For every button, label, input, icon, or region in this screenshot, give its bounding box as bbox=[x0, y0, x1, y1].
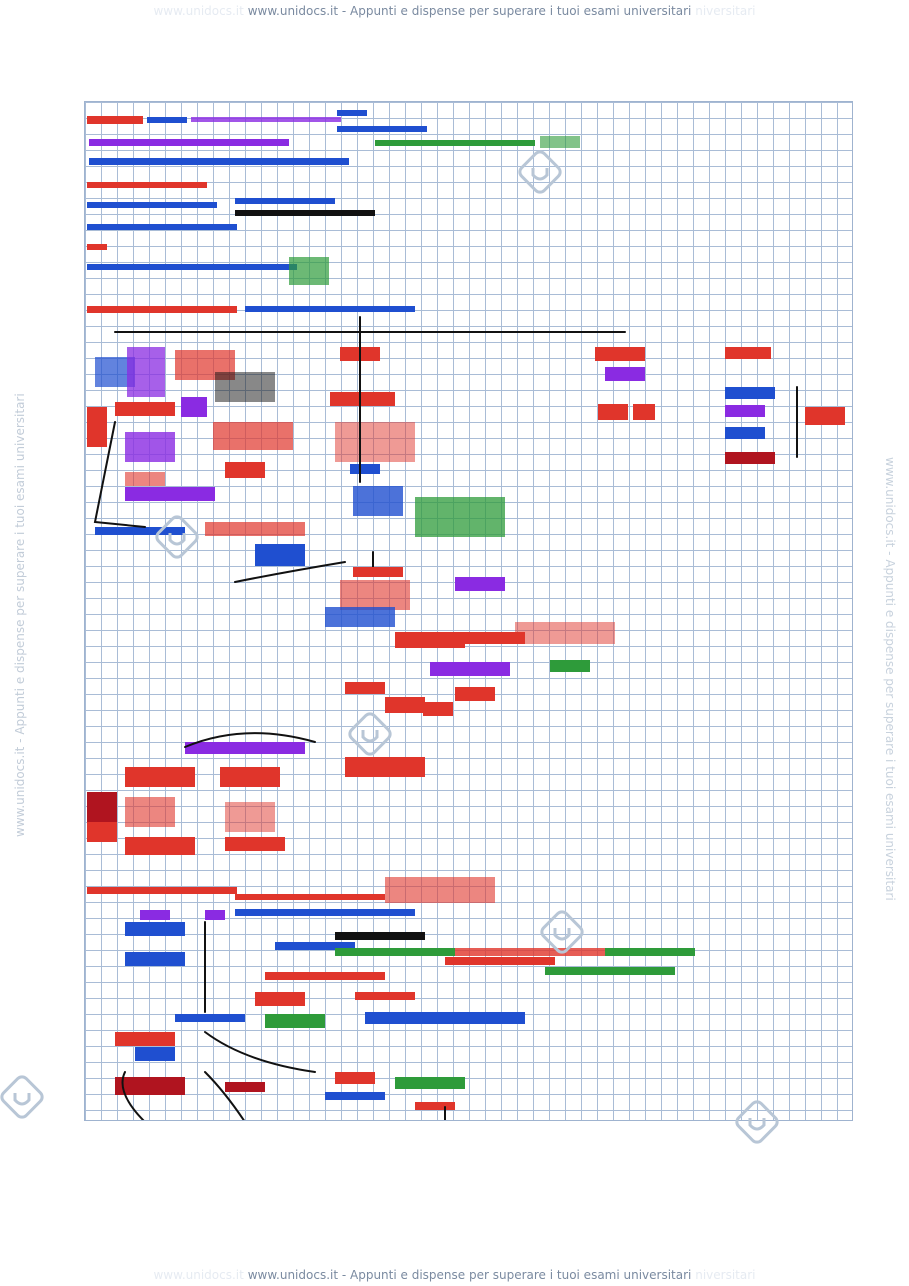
watermark-logo bbox=[155, 515, 199, 559]
header-ghost-left: www.unidocs.it bbox=[153, 4, 244, 18]
watermark-logo bbox=[348, 712, 392, 756]
bottom-footer: www.unidocs.it www.unidocs.it - Appunti … bbox=[0, 1268, 909, 1282]
footer-ghost-right: niversitari bbox=[695, 1268, 756, 1282]
top-header: www.unidocs.it www.unidocs.it - Appunti … bbox=[0, 4, 909, 18]
side-watermark-right: www.unidocs.it - Appunti e dispense per … bbox=[883, 457, 897, 901]
footer-ghost-left: www.unidocs.it bbox=[153, 1268, 244, 1282]
handwritten-concept-map bbox=[87, 110, 845, 1120]
watermark-logo bbox=[518, 150, 562, 194]
side-watermark-left: www.unidocs.it - Appunti e dispense per … bbox=[13, 393, 27, 837]
grid-paper-sheet bbox=[84, 101, 853, 1121]
header-text: www.unidocs.it - Appunti e dispense per … bbox=[247, 4, 692, 18]
watermark-logo bbox=[735, 1100, 779, 1144]
watermark-logo bbox=[540, 910, 584, 954]
watermark-logo bbox=[0, 1075, 44, 1119]
footer-text: www.unidocs.it - Appunti e dispense per … bbox=[247, 1268, 692, 1282]
header-ghost-right: niversitari bbox=[695, 4, 756, 18]
